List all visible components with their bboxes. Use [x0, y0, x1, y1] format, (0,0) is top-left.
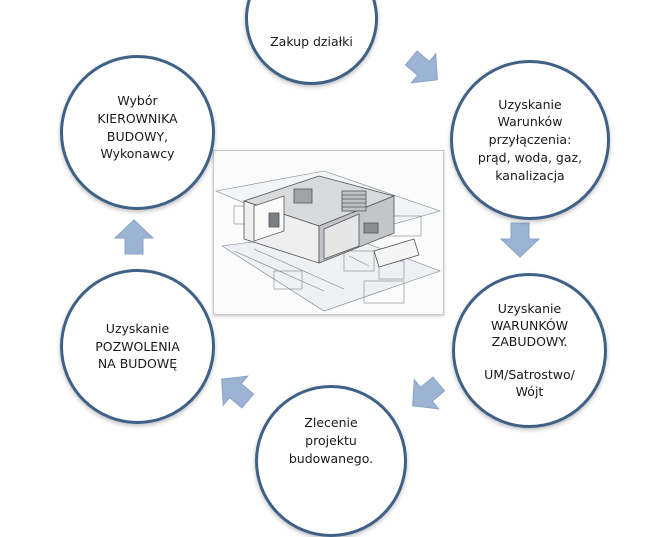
arrow-pozwolenie-to-kierownik [113, 219, 155, 255]
step-warunki-przylaczenia: Uzyskanie Warunków przyłączenia: prąd, w… [450, 60, 610, 220]
step-label: Uzyskanie Warunków przyłączenia: prąd, w… [477, 96, 583, 183]
arrow-przylaczenia-to-zabudowy [499, 222, 541, 258]
flow-arrows [113, 50, 541, 410]
step-label: Zakup działki [270, 33, 353, 49]
blueprint-house-image [214, 170, 442, 312]
arrow-zabudowy-to-projekt [412, 376, 446, 410]
step-label: Wybór KIEROWNIKA BUDOWY, Wykonawcy [97, 93, 178, 162]
step-kierownik-budowy: Wybór KIEROWNIKA BUDOWY, Wykonawcy [60, 55, 215, 210]
arrow-zakup-to-przylaczenia [404, 50, 438, 84]
step-zlecenie-projektu: Zlecenie projektu budowanego. [255, 385, 407, 537]
step-label: Zlecenie projektu budowanego. [288, 415, 374, 466]
step-label: Uzyskanie POZWOLENIA NA BUDOWĘ [95, 320, 180, 372]
step-pozwolenie-na-budowe: Uzyskanie POZWOLENIA NA BUDOWĘ [60, 269, 215, 424]
step-label: Uzyskanie WARUNKÓW ZABUDOWY. UM/Satrostw… [484, 301, 575, 399]
house-model-illustration [213, 150, 444, 315]
arrow-projekt-to-pozwolenie [221, 375, 255, 409]
step-warunki-zabudowy: Uzyskanie WARUNKÓW ZABUDOWY. UM/Satrostw… [452, 273, 607, 428]
